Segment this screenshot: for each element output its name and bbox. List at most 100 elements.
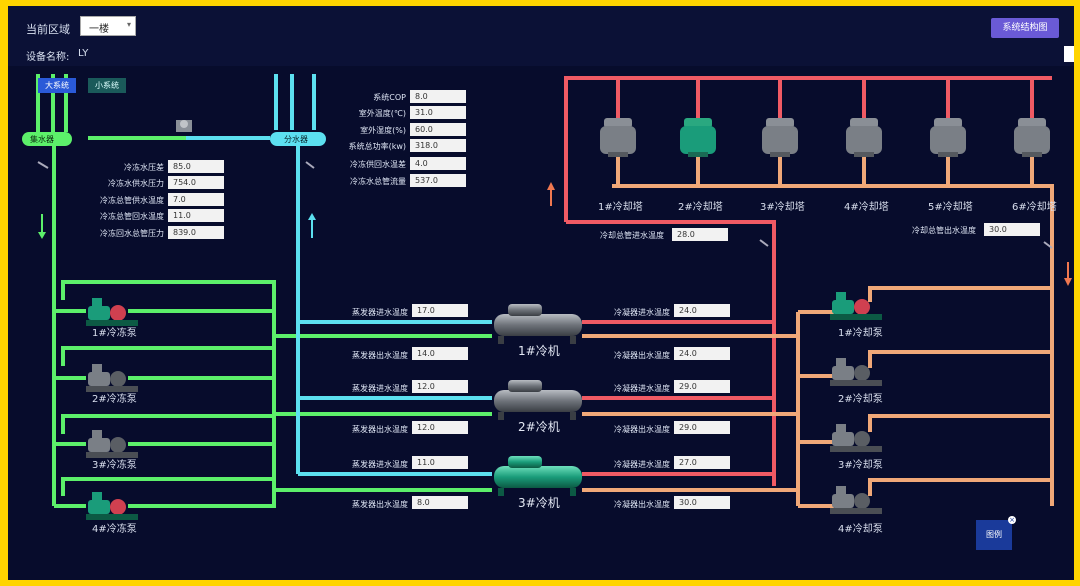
chiller-2[interactable] [494,380,582,420]
chilled-param-label: 冷冻水压差 [124,163,164,172]
legend-close-icon[interactable]: × [1008,516,1016,524]
chiller-leg-icon [570,488,576,496]
pump-impeller-icon [854,493,870,509]
evap-out-label: 蒸发器出水温度 [352,425,408,434]
scada-frame: 当前区域 一楼 ▾ 设备名称: LY 系统结构图 [8,6,1074,580]
cond-out-label: 冷凝器出水温度 [614,351,670,360]
cooling-tower-label: 3#冷却塔 [760,202,805,213]
pump-motor-icon [88,438,110,452]
cond-in-value: 27.0 [674,456,730,469]
scrollbar-thumb[interactable] [1064,46,1074,62]
pump-impeller-icon [854,365,870,381]
tower-base-icon [1022,152,1042,157]
cooling-tower-label: 6#冷却塔 [1012,202,1057,213]
pump-impeller-icon [110,371,126,387]
pump-outlet-icon [836,358,846,368]
pump-base-icon [86,514,138,520]
chiller-1[interactable] [494,304,582,344]
chiller-leg-icon [570,412,576,420]
cooling-tower-1[interactable] [600,118,636,157]
system-param-value: 31.0 [410,106,466,119]
chilled-pump-1[interactable] [86,298,138,326]
system-param-value: 537.0 [410,174,466,187]
chiller-label: 2#冷机 [518,420,560,434]
tower-base-icon [688,152,708,157]
cond-in-label: 冷凝器进水温度 [614,384,670,393]
chevron-down-icon: ▾ [126,20,131,29]
chilled-pump-label: 2#冷冻泵 [92,394,137,405]
cooling-pump-1[interactable] [830,292,882,320]
evap-in-label: 蒸发器进水温度 [352,384,408,393]
chiller-compressor-icon [508,380,542,392]
cooling-pump-label: 1#冷却泵 [838,328,883,339]
structure-diagram-button[interactable]: 系统结构图 [991,18,1059,38]
cooling-tower-2[interactable] [680,118,716,157]
cooling-supply-label: 冷却总管进水温度 [600,231,664,240]
pump-motor-icon [88,372,110,386]
chiller-shell-icon [494,314,582,336]
evap-in-value: 12.0 [412,380,468,393]
distributor-header [270,132,326,146]
tower-body-icon [1014,126,1050,154]
legend-button[interactable]: 图例 [976,520,1012,550]
pump-outlet-icon [836,424,846,434]
tower-base-icon [770,152,790,157]
pump-outlet-icon [92,430,102,440]
tower-body-icon [600,126,636,154]
area-select[interactable]: 一楼 ▾ [80,16,136,36]
flow-arrow-down-icon [1064,262,1072,286]
pump-base-icon [86,452,138,458]
cooling-hot-pipes [564,76,1052,486]
evap-out-value: 12.0 [412,421,468,434]
pump-motor-icon [832,432,854,446]
pump-impeller-icon [854,299,870,315]
tower-body-icon [762,126,798,154]
chilled-param-label: 冷冻水供水压力 [108,179,164,188]
legend-button-label: 图例 [986,530,1002,539]
evap-out-value: 8.0 [412,496,468,509]
cooling-tower-label: 5#冷却塔 [928,202,973,213]
collector-header [22,132,72,146]
cooling-pump-4[interactable] [830,486,882,514]
chiller-compressor-icon [508,456,542,468]
cooling-tower-label: 2#冷却塔 [678,202,723,213]
cooling-pump-label: 4#冷却泵 [838,524,883,535]
pump-motor-icon [832,300,854,314]
distributor-label: 分水器 [284,135,308,144]
evap-out-label: 蒸发器出水温度 [352,351,408,360]
tower-body-icon [930,126,966,154]
pump-impeller-icon [854,431,870,447]
flow-arrow-up-icon [547,182,555,206]
pump-base-icon [830,446,882,452]
system-param-label: 冷冻水总管流量 [350,177,406,186]
chilled-pump-2[interactable] [86,364,138,392]
sensor-icon [305,161,315,169]
cond-out-label: 冷凝器出水温度 [614,500,670,509]
cooling-tower-5[interactable] [930,118,966,157]
chilled-pump-4[interactable] [86,492,138,520]
chilled-param-value: 85.0 [168,160,224,173]
chilled-param-value: 839.0 [168,226,224,239]
cooling-tower-6[interactable] [1014,118,1050,157]
chilled-pump-3[interactable] [86,430,138,458]
area-select-value: 一楼 [89,24,109,35]
cooling-tower-4[interactable] [846,118,882,157]
small-system-button[interactable]: 小系统 [88,78,126,93]
chiller-3[interactable] [494,456,582,496]
sensor-icon [37,161,49,169]
cond-out-value: 24.0 [674,347,730,360]
chilled-pump-label: 1#冷冻泵 [92,328,137,339]
tower-body-icon [680,126,716,154]
evap-out-value: 14.0 [412,347,468,360]
big-system-button[interactable]: 大系统 [38,78,76,93]
chiller-leg-icon [498,488,504,496]
device-name-value: LY [78,48,89,59]
cooling-pump-3[interactable] [830,424,882,452]
pump-outlet-icon [92,492,102,502]
pump-impeller-icon [110,499,126,515]
evap-in-value: 17.0 [412,304,468,317]
pump-outlet-icon [836,486,846,496]
cooling-tower-3[interactable] [762,118,798,157]
system-param-value: 318.0 [410,139,466,152]
cooling-pump-2[interactable] [830,358,882,386]
